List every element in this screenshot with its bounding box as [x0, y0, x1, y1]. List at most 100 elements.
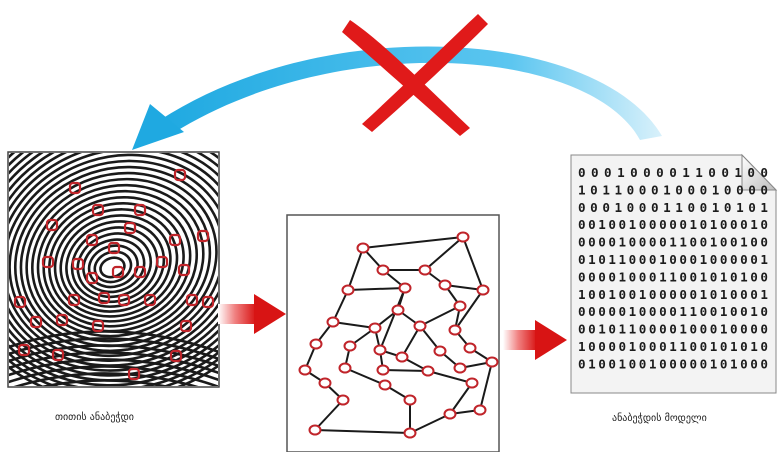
minutia-marker: [67, 293, 81, 307]
minutia-marker: [97, 291, 111, 305]
fingerprint-ridge: [9, 337, 218, 361]
graph-node: [368, 322, 382, 334]
minutia-marker: [169, 349, 183, 363]
graph-edge: [462, 236, 484, 291]
graph-node: [356, 242, 370, 254]
fingerprint-ridge: [13, 165, 218, 353]
graph-edge: [332, 289, 349, 323]
graph-node: [476, 284, 490, 296]
minutia-marker: [91, 203, 105, 217]
fingerprint-ridge: [59, 214, 172, 313]
minutia-marker: [168, 233, 182, 247]
graph-edge: [344, 367, 386, 386]
arrow-right-icon: [218, 294, 286, 334]
graph-node: [485, 356, 499, 368]
fingerprint-ridge: [9, 365, 218, 386]
binary-line: 0000010000110010010: [578, 304, 768, 319]
binary-line: 0010010000010100010: [578, 217, 768, 232]
graph-node: [336, 394, 350, 406]
graph-edge: [454, 289, 484, 331]
graph-edge: [314, 429, 411, 434]
fingerprint-ridge: [0, 387, 230, 412]
minutia-marker: [155, 255, 169, 269]
binary-line: 0100100100000101000: [578, 356, 768, 371]
binary-line: 0010110000100010000: [578, 322, 768, 337]
fingerprint-ridge: [9, 153, 218, 367]
minutia-marker: [201, 295, 215, 309]
minutia-marker: [127, 367, 141, 381]
graph-edge: [479, 361, 493, 411]
binary-line: 0000100011001010100: [578, 269, 768, 284]
graph-node: [403, 427, 417, 439]
graph-node: [391, 304, 405, 316]
fingerprint-ridge: [9, 351, 218, 375]
fingerprint-ridge: [9, 358, 218, 382]
graph-node: [463, 342, 477, 354]
fingerprint-ridge: [70, 226, 159, 304]
minutia-marker: [85, 271, 99, 285]
fingerprint-ridge: [13, 372, 199, 386]
graph-node: [318, 377, 332, 389]
graph-edge: [401, 325, 421, 358]
graph-edge: [347, 247, 364, 291]
minutia-marker: [68, 181, 82, 195]
graph-node: [413, 320, 427, 332]
reverse-curved-arrow-icon: [132, 46, 662, 150]
graph-node: [309, 338, 323, 350]
graph-edge: [409, 413, 451, 434]
minutia-marker: [177, 263, 191, 277]
graph-node: [403, 394, 417, 406]
fingerprint-ridge: [9, 153, 218, 386]
fingerprint-ridge: [9, 153, 218, 386]
graph-node: [438, 279, 452, 291]
minutia-marker: [45, 218, 59, 232]
graph-node: [433, 345, 447, 357]
graph-edge: [427, 370, 473, 384]
binary-line: 0101100010001000001: [578, 252, 768, 267]
fingerprint-ridge: [53, 208, 179, 318]
fingerprint-ridge: [36, 189, 199, 333]
graph-edge: [362, 236, 464, 249]
minutia-marker: [173, 168, 187, 182]
graph-edge: [347, 287, 406, 291]
minutia-marker: [55, 313, 69, 327]
fingerprint-ridge: [9, 153, 218, 377]
graph-node: [308, 424, 322, 436]
graph-node: [376, 364, 390, 376]
binary-line: 000100001100100: [578, 165, 768, 180]
graph-node: [298, 364, 312, 376]
binary-template-document: 0001000011001001011000100010000000100011…: [570, 153, 778, 394]
graph-edge: [449, 382, 473, 415]
minutia-marker: [143, 293, 157, 307]
graph-node: [456, 231, 470, 243]
fingerprint-ridge: [42, 195, 192, 328]
graph-node: [398, 282, 412, 294]
graph-node: [326, 316, 340, 328]
graph-node: [395, 351, 409, 363]
minutia-marker: [133, 203, 147, 217]
graph-node: [373, 344, 387, 356]
minutia-marker: [13, 295, 27, 309]
minutia-marker: [111, 265, 125, 279]
fingerprint-caption: თითის ანაბეჭდი: [55, 412, 134, 423]
graph-edge: [424, 236, 464, 271]
graph-node: [341, 284, 355, 296]
graph-node: [376, 264, 390, 276]
graph-node: [338, 362, 352, 374]
graph-node: [343, 340, 357, 352]
cross-mark-icon: [342, 14, 488, 136]
minutia-marker: [117, 293, 131, 307]
graph-node: [453, 362, 467, 374]
graph-edge: [382, 369, 429, 372]
minutiae-graph: [286, 214, 500, 452]
binary-line: 0000100001100100100: [578, 235, 768, 250]
fingerprint-ridge: [82, 238, 146, 294]
graph-node: [448, 324, 462, 336]
minutia-marker: [71, 257, 85, 271]
graph-edge: [419, 305, 461, 327]
binary-line: 1000010001100101010: [578, 339, 768, 354]
minutia-marker: [123, 221, 137, 235]
graph-edge: [332, 321, 376, 329]
graph-node: [418, 264, 432, 276]
